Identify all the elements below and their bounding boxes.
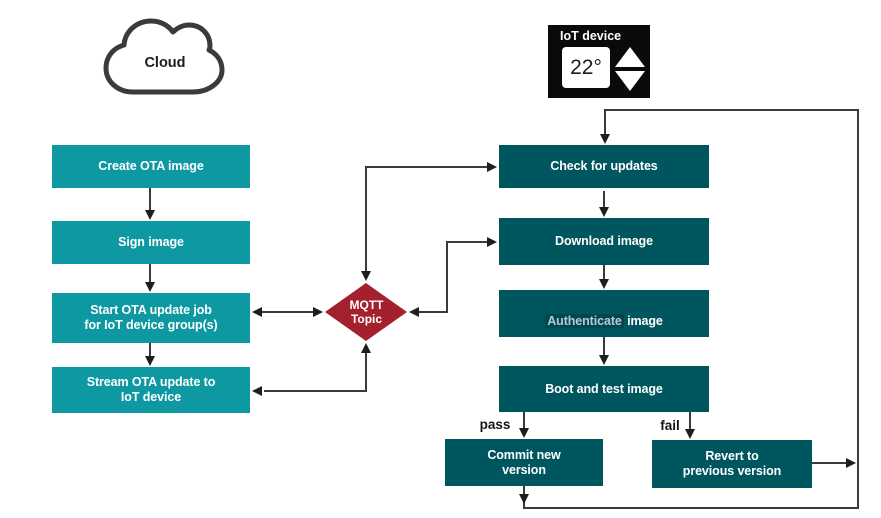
branch-label-fail: fail xyxy=(660,418,680,433)
arrowhead-down-icon xyxy=(145,282,155,292)
flow-box-start-ota-update-job: Start OTA update job for IoT device grou… xyxy=(52,293,250,343)
authenticate-rest-text: image xyxy=(623,313,663,328)
arrowhead-right-icon xyxy=(487,237,497,247)
arrow-mqtt-check-bidirectional xyxy=(365,166,488,271)
flow-box-sign-image: Sign image xyxy=(52,221,250,264)
arrowhead-right-icon xyxy=(846,458,856,468)
arrowhead-down-icon xyxy=(599,207,609,217)
arrowhead-down-icon xyxy=(361,271,371,281)
branch-label-pass: pass xyxy=(479,417,511,432)
arrowhead-down-icon xyxy=(145,210,155,220)
arrowhead-down-icon xyxy=(519,494,529,504)
arrowhead-right-icon xyxy=(487,162,497,172)
mqtt-topic-diamond xyxy=(325,283,407,341)
thermostat-arrows xyxy=(615,47,645,91)
flow-box-stream-ota-update: Stream OTA update to IoT device xyxy=(52,367,250,413)
iot-device-label: IoT device xyxy=(560,29,622,43)
arrowhead-down-icon xyxy=(519,428,529,438)
mqtt-topic-label: MQTT Topic xyxy=(349,298,384,326)
arrowhead-left-icon xyxy=(252,307,262,317)
flow-box-create-ota-image: Create OTA image xyxy=(52,145,250,188)
flow-box-revert-previous-version: Revert to previous version xyxy=(652,440,812,488)
flow-box-check-for-updates: Check for updates xyxy=(499,145,709,188)
arrowhead-left-icon xyxy=(409,307,419,317)
arrowhead-down-icon xyxy=(599,279,609,289)
arrow-stream-mqtt-bidirectional xyxy=(264,352,367,392)
arrowheads xyxy=(145,134,856,504)
arrowhead-left-icon xyxy=(252,386,262,396)
authenticate-highlighted-word: Authenticate xyxy=(545,313,624,328)
cloud-label: Cloud xyxy=(144,55,186,71)
arrowhead-down-icon xyxy=(599,355,609,365)
cloud-icon xyxy=(98,12,226,108)
arrow-mqtt-download-bidirectional xyxy=(417,241,488,313)
arrowhead-right-icon xyxy=(313,307,323,317)
flow-box-commit-new-version: Commit new version xyxy=(445,439,603,486)
arrowhead-down-icon xyxy=(685,429,695,439)
arrow-down-icon xyxy=(615,71,645,91)
thermostat-display: 22° xyxy=(562,47,610,88)
connector-lines xyxy=(149,109,859,509)
arrowhead-down-icon xyxy=(145,356,155,366)
arrow-commit-loop-to-check xyxy=(523,109,859,509)
arrowhead-down-icon xyxy=(600,134,610,144)
iot-device-illustration: IoT device 22° xyxy=(548,25,650,98)
flow-box-boot-and-test-image: Boot and test image xyxy=(499,366,709,412)
flow-box-authenticate-image: Authenticate image xyxy=(499,290,709,337)
arrowhead-up-icon xyxy=(361,343,371,353)
flow-box-download-image: Download image xyxy=(499,218,709,265)
arrow-up-icon xyxy=(615,47,645,67)
